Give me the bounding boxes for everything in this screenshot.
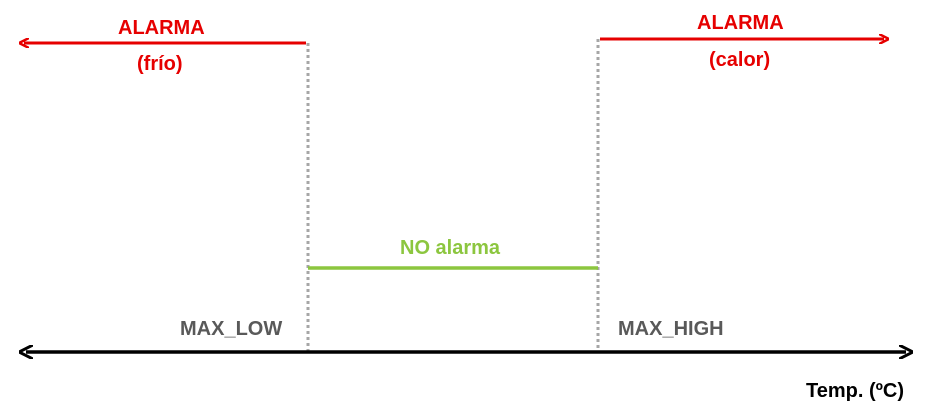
heat-alarm-subtitle: (calor) (709, 49, 771, 71)
max-low-label: MAX_LOW (180, 318, 283, 340)
heat-alarm-title: ALARMA (697, 12, 784, 34)
cold-alarm-subtitle: (frío) (137, 53, 183, 75)
cold-alarm-title: ALARMA (118, 17, 205, 39)
no-alarm-label: NO alarma (400, 237, 501, 259)
axis-label: Temp. (ºC) (806, 380, 905, 402)
max-high-label: MAX_HIGH (618, 318, 724, 340)
